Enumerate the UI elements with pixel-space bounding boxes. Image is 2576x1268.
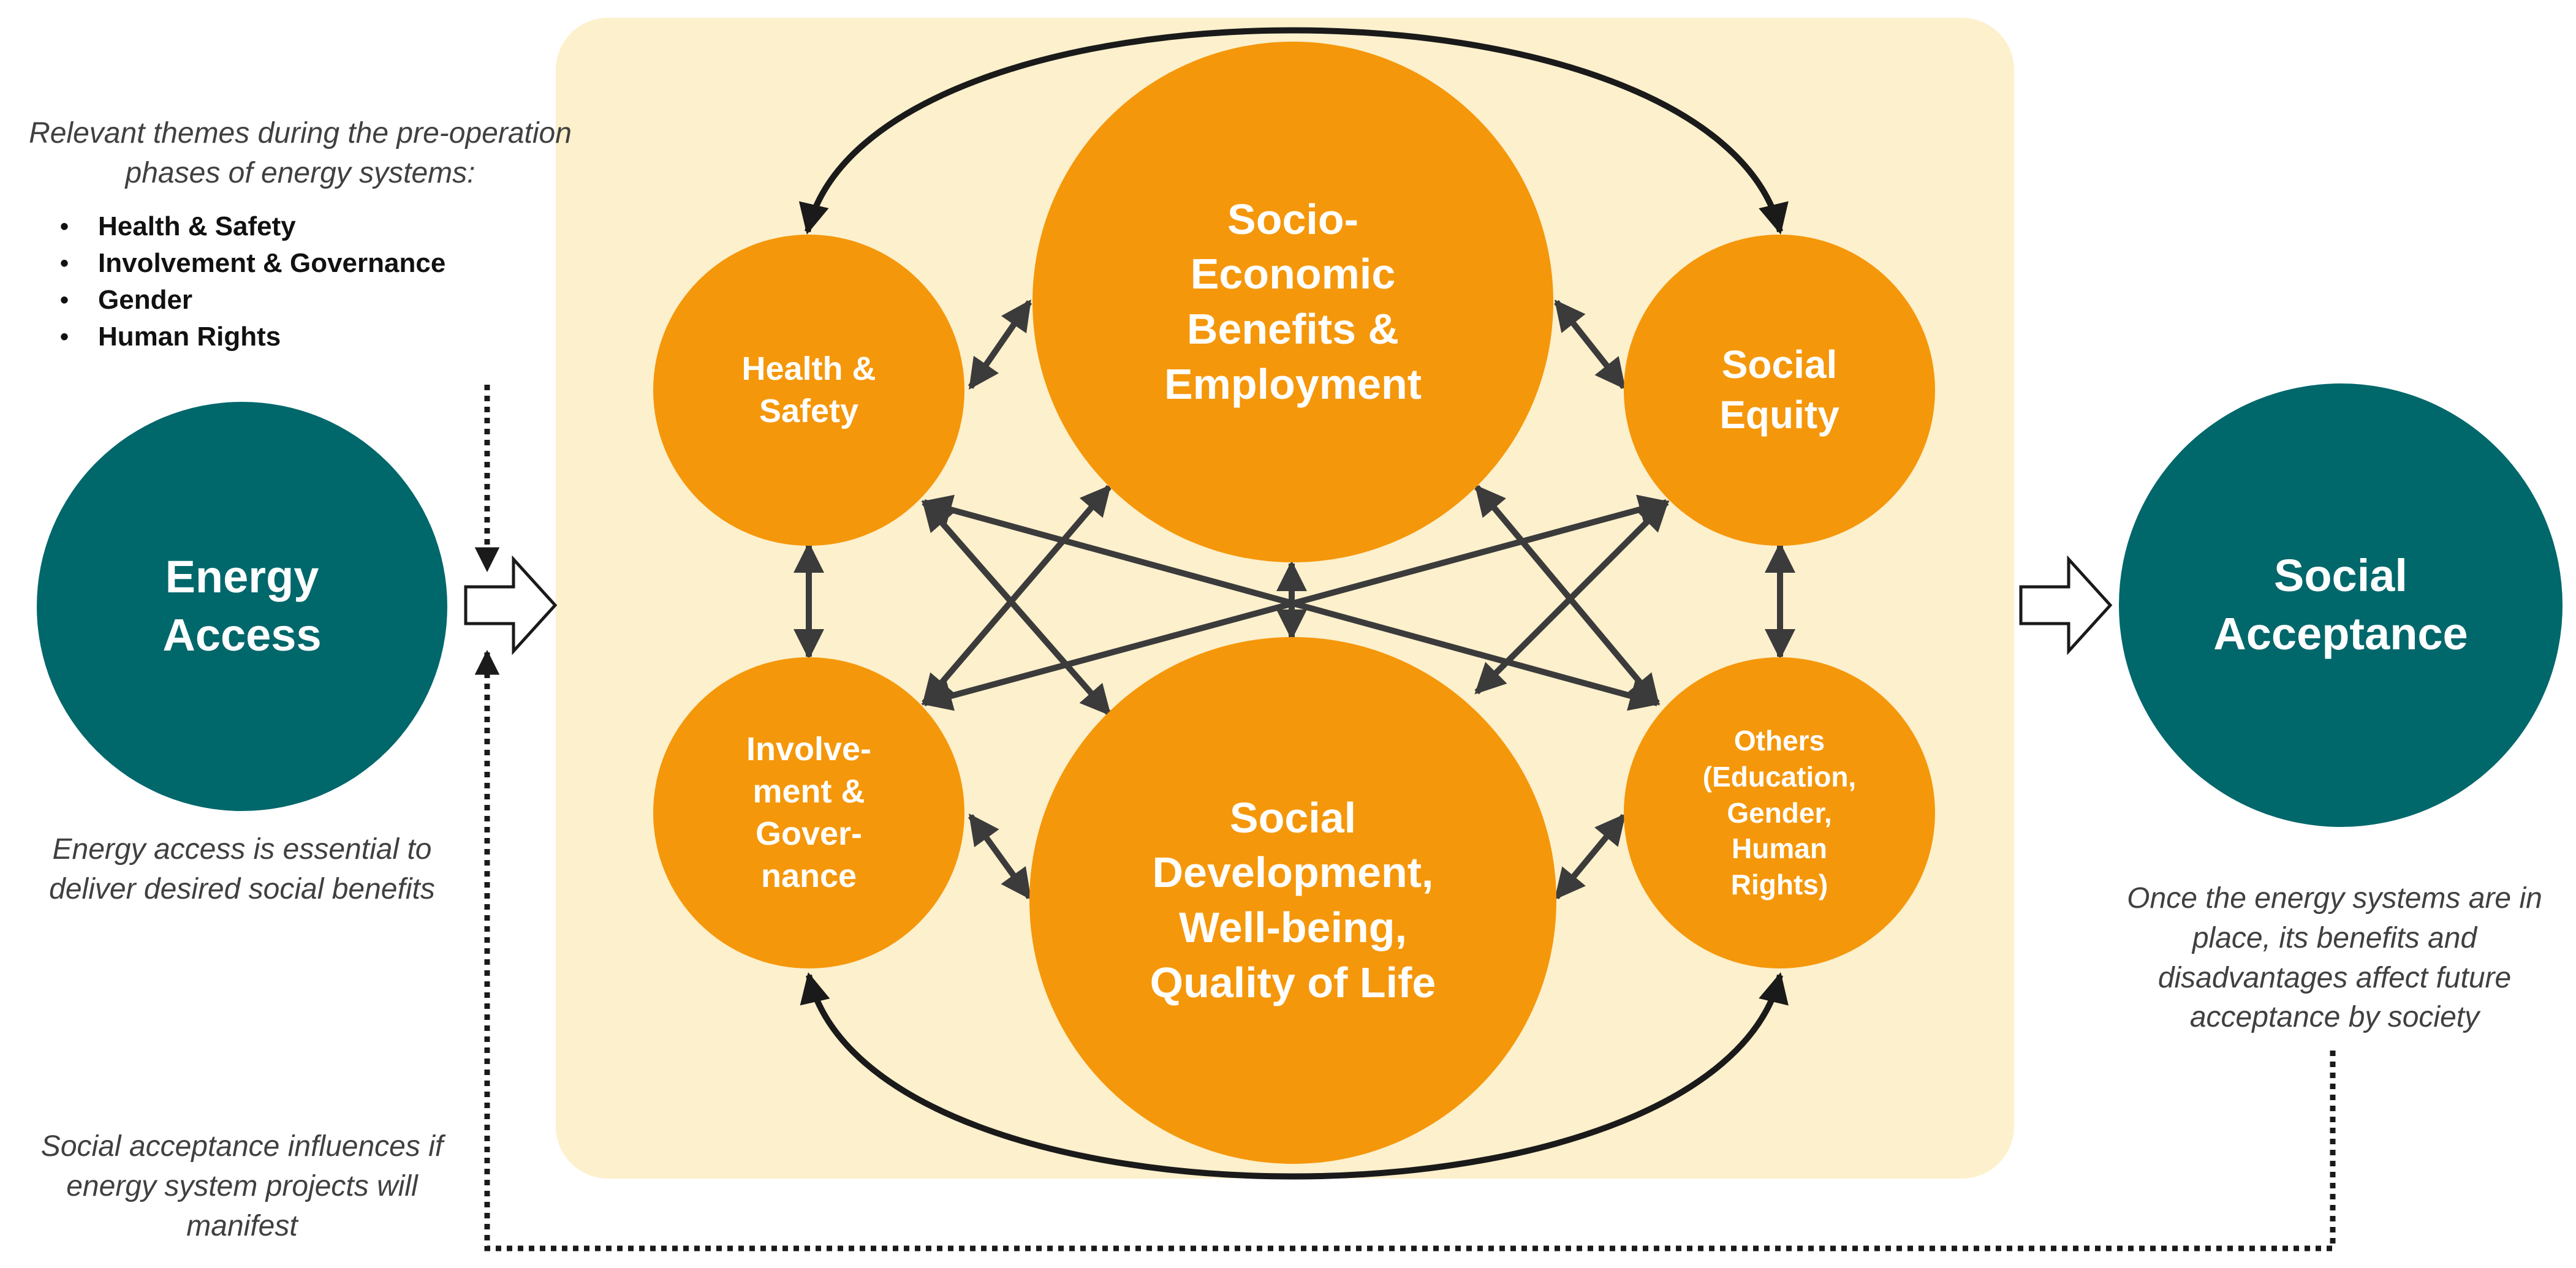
social-development-label: Social Development, Well-being, Quality … — [1150, 793, 1436, 1006]
social-equity-node: Social Equity — [1624, 235, 1935, 546]
involvement-governance-node: Involve-ment & Gover-nance — [653, 657, 964, 968]
flow-arrow-out-of-panel — [2019, 555, 2113, 655]
connector-socioeconomic-equity — [1554, 300, 1626, 390]
dotted-feedback-loop — [474, 649, 2336, 1251]
social-acceptance-label: Social Acceptance — [2213, 550, 2468, 659]
energy-access-node: Energy Access — [37, 402, 447, 811]
health-safety-node: Health & Safety — [653, 235, 964, 546]
themes-list-item: Human Rights — [60, 319, 445, 355]
themes-intro-note: Relevant themes during the pre-operation… — [29, 117, 572, 189]
connector-involvement-socioeconomic — [922, 485, 1112, 706]
connector-health-socioeconomic — [968, 299, 1032, 390]
connector-development-equity — [1474, 500, 1669, 695]
flow-arrow-into-panel — [464, 555, 558, 655]
socio-economic-node: Socio-Economic Benefits & Employment — [1032, 42, 1553, 562]
connector-involvement-development — [968, 813, 1032, 900]
connector-development-others — [1554, 813, 1626, 900]
involvement-governance-label: Involve-ment & Gover-nance — [746, 730, 872, 895]
others-node: Others (Education, Gender, Human Rights) — [1624, 657, 1935, 968]
themes-list-item: Gender — [60, 282, 445, 319]
themes-list-item: Health & Safety — [60, 208, 445, 245]
social-acceptance-node: Social Acceptance — [2119, 383, 2563, 827]
social-equity-label: Social Equity — [1719, 342, 1839, 437]
themes-list: Health & Safety Involvement & Governance… — [60, 208, 445, 355]
others-label: Others (Education, Gender, Human Rights) — [1702, 724, 1857, 901]
socio-economic-label: Socio-Economic Benefits & Employment — [1164, 195, 1422, 408]
energy-access-note: Energy access is essential to deliver de… — [49, 833, 435, 905]
energy-access-label: Energy Access — [162, 551, 322, 660]
bottom-curved-arrow — [800, 972, 1789, 1180]
social-acceptance-note: Once the energy systems are in place, it… — [2127, 882, 2542, 1034]
acceptance-feedback-note: Social acceptance influences if energy s… — [40, 1130, 444, 1242]
social-development-node: Social Development, Well-being, Quality … — [1029, 637, 1556, 1164]
health-safety-label: Health & Safety — [741, 350, 876, 429]
top-curved-arrow — [799, 27, 1789, 235]
themes-list-item: Involvement & Governance — [60, 245, 445, 282]
